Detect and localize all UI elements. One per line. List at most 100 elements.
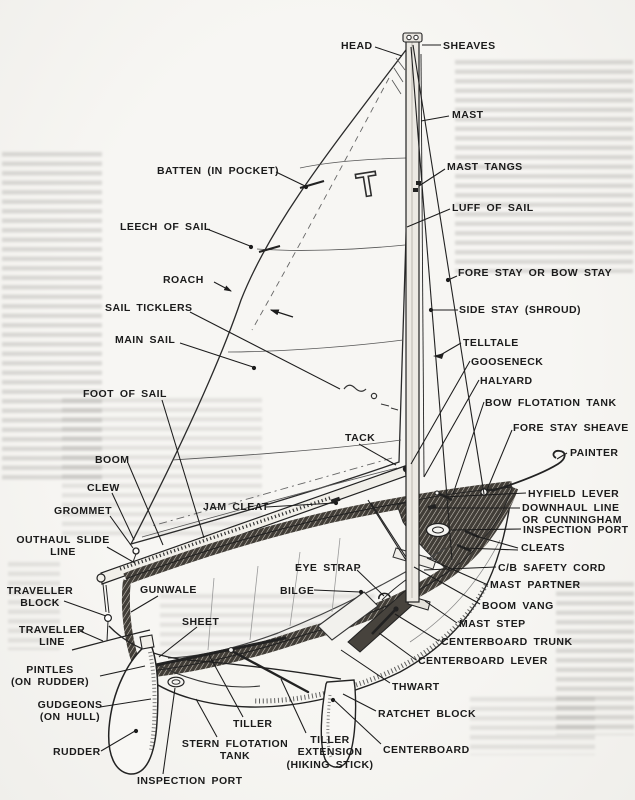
label-sheaves: SHEAVES bbox=[443, 40, 496, 52]
leader-hyfield-lever bbox=[442, 492, 527, 498]
leader-centerboard-lever bbox=[378, 632, 417, 661]
leader-roach bbox=[213, 281, 232, 292]
leader-leech bbox=[206, 228, 251, 247]
label-boom-vang: BOOM VANG bbox=[482, 600, 554, 612]
leader-main-sail bbox=[179, 342, 254, 368]
leader-dots bbox=[133, 184, 451, 734]
label-tack: TACK bbox=[345, 432, 376, 444]
leader-luff bbox=[406, 208, 451, 228]
leader-inspection-port-stern bbox=[162, 687, 176, 775]
label-thwart: THWART bbox=[392, 681, 440, 693]
masthead-sheave bbox=[406, 34, 412, 41]
leader-mast-tangs bbox=[418, 168, 446, 187]
leader-tiller-extension bbox=[280, 678, 307, 734]
leader-grommet bbox=[109, 515, 134, 549]
leader-head bbox=[374, 46, 403, 57]
label-side-stay: SIDE STAY (SHROUD) bbox=[459, 304, 582, 316]
leader-painter bbox=[556, 452, 568, 460]
rudder-drawing bbox=[107, 634, 159, 775]
label-grommet: GROMMET bbox=[54, 505, 112, 517]
label-stern-flotation-tank: STERN FLOTATION TANK bbox=[181, 738, 289, 763]
hull-bottom-shading bbox=[253, 583, 489, 704]
label-tiller-extension: TILLER EXTENSION (HIKING STICK) bbox=[286, 734, 374, 771]
label-fore-stay-sheave: FORE STAY SHEAVE bbox=[513, 422, 629, 434]
leader-centerboard-trunk bbox=[394, 613, 440, 642]
sheet-rope bbox=[108, 625, 342, 680]
label-fore-stay: FORE STAY OR BOW STAY bbox=[458, 267, 613, 279]
label-head: HEAD bbox=[341, 40, 373, 52]
leader-halyard bbox=[423, 379, 480, 478]
side-stay-line bbox=[410, 46, 453, 561]
centerboard-drawing bbox=[320, 679, 357, 768]
leader-cb-safety-cord bbox=[423, 566, 497, 571]
centerboard-lever-stick bbox=[371, 609, 396, 635]
clew-grommet-ring bbox=[132, 547, 140, 555]
label-bilge: BILGE bbox=[280, 585, 315, 597]
leader-sail-ticklers bbox=[189, 311, 341, 390]
mast-drawing bbox=[402, 32, 423, 603]
leader-mast-step bbox=[424, 600, 458, 624]
label-foot-of-sail: FOOT OF SAIL bbox=[83, 388, 167, 400]
painter-rope bbox=[491, 449, 566, 492]
leader-bilge bbox=[313, 589, 361, 593]
halyard-line bbox=[420, 53, 425, 478]
leader-outhaul bbox=[106, 546, 136, 564]
leader-clew bbox=[111, 492, 135, 541]
label-bow-flotation-tank: BOW FLOTATION TANK bbox=[485, 397, 617, 409]
mast-tang-fitting bbox=[416, 181, 421, 185]
label-tiller: TILLER bbox=[233, 718, 273, 730]
label-mast-step: MAST STEP bbox=[459, 618, 526, 630]
label-gunwale: GUNWALE bbox=[140, 584, 197, 596]
label-sheet: SHEET bbox=[182, 616, 220, 628]
thwart-seat bbox=[317, 591, 379, 641]
mainsheet-traveller-rig bbox=[71, 583, 342, 680]
mainsail-drawing: T bbox=[129, 39, 413, 546]
leader-traveller-line bbox=[79, 630, 104, 642]
label-telltale: TELLTALE bbox=[463, 337, 519, 349]
leader-lines bbox=[63, 44, 568, 775]
batten-in-pocket bbox=[258, 179, 325, 253]
tiller-extension-stick bbox=[228, 648, 310, 694]
label-roach: ROACH bbox=[163, 274, 204, 286]
label-batten: BATTEN (IN POCKET) bbox=[157, 165, 279, 177]
label-mast: MAST bbox=[452, 109, 484, 121]
jam-cleat-fitting bbox=[330, 496, 341, 504]
leader-gunwale bbox=[130, 595, 159, 613]
label-clew: CLEW bbox=[87, 482, 120, 494]
leader-rudder bbox=[100, 730, 136, 752]
leader-jam-cleat bbox=[265, 502, 336, 508]
leader-tack bbox=[358, 443, 397, 466]
leader-eye-strap bbox=[356, 569, 385, 597]
label-gudgeons: GUDGEONS (ON HULL) bbox=[37, 699, 103, 724]
leader-pintles bbox=[99, 665, 146, 677]
wind-arrow bbox=[269, 309, 294, 318]
label-painter: PAINTER bbox=[570, 447, 619, 459]
leader-bow-flotation-tank bbox=[452, 401, 485, 495]
leader-cleats-1 bbox=[471, 534, 519, 549]
masthead-cap bbox=[402, 32, 423, 43]
leader-telltale bbox=[436, 342, 462, 358]
label-eye-strap: EYE STRAP bbox=[295, 562, 362, 574]
tiller-bar bbox=[130, 636, 287, 672]
label-boom: BOOM bbox=[95, 454, 130, 466]
leader-fore-stay-sheave bbox=[486, 429, 513, 491]
label-inspection-port-bow: INSPECTION PORT bbox=[523, 524, 629, 536]
mast-tang-fitting bbox=[413, 188, 418, 192]
label-centerboard-trunk: CENTERBOARD TRUNK bbox=[441, 636, 573, 648]
leader-inspection-port-bow bbox=[450, 528, 522, 531]
leader-tiller bbox=[208, 654, 244, 718]
leader-centerboard bbox=[333, 699, 382, 745]
leader-cleats-2 bbox=[463, 547, 519, 551]
label-pintles: PINTLES (ON RUDDER) bbox=[10, 664, 90, 689]
label-jam-cleat: JAM CLEAT bbox=[203, 501, 269, 513]
leader-sheet bbox=[158, 626, 198, 658]
label-gooseneck: GOOSENECK bbox=[471, 356, 544, 368]
outhaul-track bbox=[119, 496, 331, 571]
leader-boom-vang bbox=[413, 566, 481, 605]
label-mast-tangs: MAST TANGS bbox=[447, 161, 523, 173]
leader-mast-partner bbox=[426, 557, 489, 586]
label-halyard: HALYARD bbox=[480, 375, 533, 387]
label-centerboard: CENTERBOARD bbox=[383, 744, 470, 756]
sail-outline bbox=[129, 39, 413, 546]
